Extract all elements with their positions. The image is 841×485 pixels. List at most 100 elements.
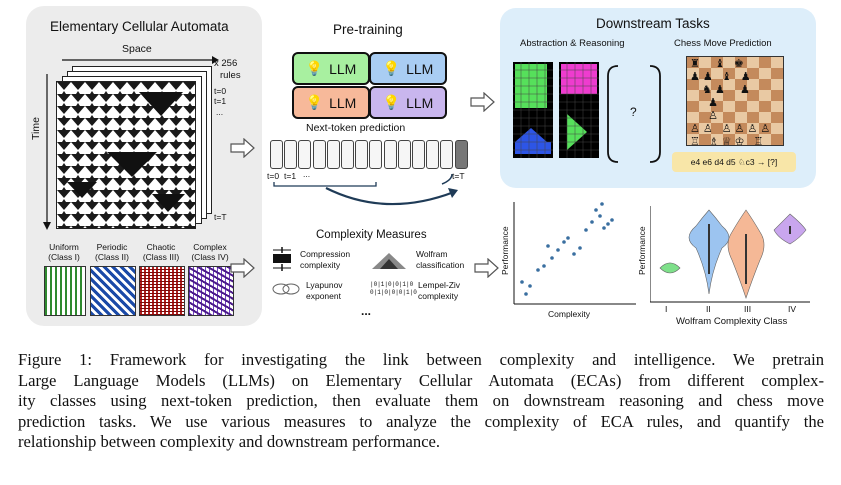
class-4-label: Complex(Class IV) [191,242,229,262]
arrow-to-complexity [230,258,255,278]
triangle-pattern-icon [372,253,406,269]
caption-line-1: Figure 1: Framework for investigating th… [18,350,824,369]
abstraction-label: Abstraction & Reasoning [520,38,625,49]
violin-class-1 [659,262,681,274]
token-box [426,140,440,169]
token-box [355,140,369,169]
token-box [369,140,383,169]
scatter-point [562,240,566,244]
class-4-pattern [188,266,234,316]
ca-t0: t=0 [214,86,227,96]
rules-word: rules [220,70,241,81]
scatter-point [536,268,540,272]
chess-label: Chess Move Prediction [674,38,772,49]
question-mark: ? [630,105,637,119]
complexity-title: Complexity Measures [316,229,427,241]
scatter-point [590,220,594,224]
lightbulb-icon: 💡 [305,60,324,76]
violin-xlabel: Wolfram Complexity Class [676,316,788,327]
downstream-title: Downstream Tasks [596,16,710,31]
class-2-label: Periodic(Class II) [95,242,129,262]
arrow-to-scatter [474,258,499,278]
violin-tick-4: IV [788,304,797,314]
ca-evolution-image [56,81,196,229]
scatter-point [610,218,614,222]
chess-board [686,56,784,146]
chess-pieces: ♜ ♝ ♚♟♟ ♝ ♟ ♞♟ ♟ ♟ ♙♙♙ ♙♙♙♙♖ ♗♕♔ ♖ [690,58,774,148]
class-2-pattern [90,266,136,316]
token-box [454,140,468,169]
token-box [341,140,354,169]
class-1-pattern [44,266,86,316]
scatter-point [584,228,588,232]
violin-tick-2: II [706,304,711,314]
move-sequence: e4 e6 d4 d5 ♘c3 → [?] [672,152,796,172]
class-3-pattern [139,266,185,316]
scatter-point [598,214,602,218]
space-arrow [62,56,219,64]
token-box [412,140,425,169]
seq-t0: t=0 [267,171,280,181]
glowing-lightbulb-icon: 💡 [382,94,401,110]
token-box [383,140,397,169]
scatter-point [528,284,532,288]
caption-line-2: Large Language Models (LLMs) on Elementa… [18,370,824,390]
lightbulb-icon: 💡 [305,94,324,110]
token-box [326,140,340,169]
token-box [440,140,454,169]
violin-tick-1: I [665,304,668,314]
time-label: Time [30,117,42,140]
violin-plot [650,206,810,303]
scatter-point [566,236,570,240]
token-box [284,140,298,169]
llm-box-purple: 💡LLM [369,86,447,119]
scatter-point [556,248,560,252]
token-box [270,140,283,169]
scatter-point [606,222,610,226]
space-label: Space [122,43,152,55]
token-box [312,140,326,169]
caption-line-3: ity classes using next-token prediction,… [18,391,824,411]
compress-icon [273,247,291,271]
scatter-point [520,280,524,284]
llm-box-blue: 💡LLM [369,52,447,85]
arc-grid-input [513,62,553,158]
token-box [397,140,411,169]
ca-t1: t=1 [214,96,227,106]
scatter-point [524,292,528,296]
class-1-label: Uniform(Class I) [48,242,80,262]
class-3-label: Chaotic(Class III) [142,242,180,262]
rules-count: x 256 [214,58,238,69]
ca-tT: t=T [214,212,227,222]
scatter-plot [513,202,636,305]
next-token-label: Next-token prediction [306,122,406,134]
prediction-arc [273,173,458,206]
pretraining-title: Pre-training [333,22,403,37]
eca-title: Elementary Cellular Automata [50,19,229,34]
violin-ylabel: Performance [637,226,647,275]
scatter-point [602,226,606,230]
arrow-to-pretraining [230,138,255,158]
ca-dots: ... [216,107,224,117]
more-measures-dots: ... [361,304,372,318]
seq-dots: ... [303,169,311,179]
llm-box-green: 💡LLM [292,52,370,85]
scatter-point [550,256,554,260]
arrow-to-downstream [470,92,495,112]
scatter-xlabel: Complexity [548,309,591,319]
seq-t1: t=1 [284,171,297,181]
scatter-point [542,264,546,268]
scatter-point [600,202,604,206]
attractor-icon [272,283,300,295]
seq-tT: t=T [452,171,465,181]
scatter-point [594,208,598,212]
violin-tick-3: III [744,304,752,314]
figure-caption: Figure 1: Framework for investigating th… [18,350,824,453]
scatter-ylabel: Performance [500,226,510,275]
scatter-point [578,246,582,250]
